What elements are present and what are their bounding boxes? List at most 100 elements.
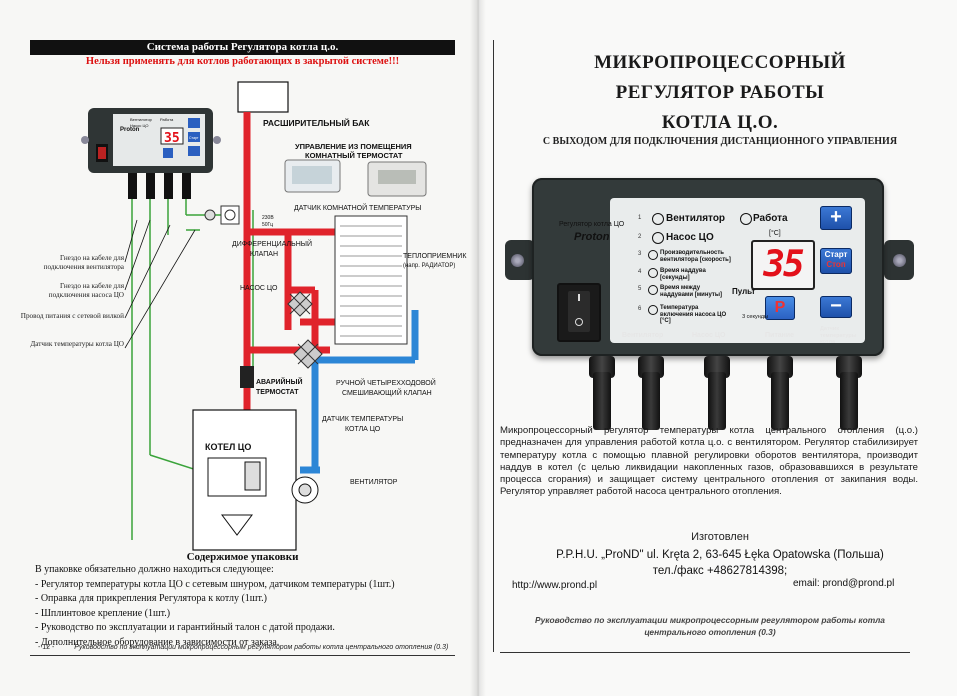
power-on-icon bbox=[578, 294, 580, 301]
stop-label: Стоп bbox=[826, 260, 846, 269]
label-room-sensor: ДАТЧИК КОМНАТНОЙ ТЕМПЕРАТУРЫ bbox=[294, 203, 421, 212]
room-thermostat-2-screen bbox=[378, 170, 416, 184]
package-item: - Дополнительное оборудование в зависимо… bbox=[35, 636, 280, 648]
page-number: - 12 - bbox=[38, 644, 55, 651]
three-seconds-label: 3 секунды bbox=[742, 314, 768, 320]
option-indicator-icon bbox=[648, 250, 658, 260]
label-voltage-2: 50Гц bbox=[262, 222, 273, 228]
screw-left bbox=[511, 254, 524, 267]
right-margin-rule bbox=[493, 40, 494, 652]
right-footer-rule bbox=[500, 652, 910, 653]
label-pump: НАСОС ЦО bbox=[240, 285, 278, 292]
cable bbox=[593, 372, 611, 430]
note-fan-socket: Гнездо на кабеле для подключения вентиля… bbox=[43, 254, 124, 271]
label-radiator-1: ТЕПЛОПРИЕМНИК bbox=[403, 253, 467, 260]
mini-display: 35 bbox=[164, 131, 180, 146]
label-diff-valve-2: КЛАПАН bbox=[250, 251, 278, 258]
label-temp-sensor-1: ДАТЧИК ТЕМПЕРАТУРЫ bbox=[322, 416, 403, 423]
label-temp-sensor-2: КОТЛА ЦО bbox=[345, 426, 381, 433]
option-text: Производительность вентилятора [скорость… bbox=[660, 250, 731, 263]
emergency-thermostat bbox=[240, 366, 254, 388]
room-thermostat-1-screen bbox=[292, 166, 332, 184]
pump-indicator-icon bbox=[652, 232, 664, 244]
option-num-2: 2 bbox=[638, 234, 642, 240]
label-fan: ВЕНТИЛЯТОР bbox=[350, 479, 398, 486]
cable bbox=[708, 372, 726, 430]
port-label-pump: Насос ЦО bbox=[692, 332, 726, 339]
left-footer: - 12 - Руководство по эксплуатации микро… bbox=[38, 644, 463, 651]
power-off-icon bbox=[575, 318, 583, 326]
display-value: 35 bbox=[763, 244, 804, 285]
mini-row1b: Работа bbox=[160, 117, 174, 122]
pointer-lines bbox=[124, 219, 196, 349]
heating-system-diagram: Proton 35 Вентилятор Работа Насос ЦО Ста… bbox=[81, 81, 467, 551]
plug bbox=[204, 209, 216, 221]
label-expansion-tank: РАСШИРИТЕЛЬНЫЙ БАК bbox=[263, 117, 370, 128]
option-text: Температура включения насоса ЦО [°C] bbox=[660, 305, 727, 324]
description: Микропроцессорный регулятор температуры … bbox=[500, 425, 918, 498]
power-switch[interactable] bbox=[557, 283, 601, 342]
mini-row1: Вентилятор bbox=[130, 117, 153, 122]
mini-controller bbox=[81, 108, 221, 173]
package-title: Содержимое упаковки bbox=[186, 551, 299, 563]
port-label-fan: Вентилятор bbox=[622, 332, 664, 339]
title-line-3: КОТЛА Ц.О. bbox=[661, 112, 779, 133]
option-num: 4 bbox=[638, 269, 642, 275]
mini-brand: Proton bbox=[120, 127, 140, 133]
device-model-label: Регулятор котла ЦО bbox=[559, 221, 625, 228]
port-label-power: Питание bbox=[765, 332, 795, 339]
package-list: В упаковке обязательно должно находиться… bbox=[35, 563, 455, 650]
label-diff-valve-1: ДИФФЕРЕНЦИАЛЬНЫЙ bbox=[232, 239, 312, 248]
label-room-control-2: КОМНАТНЫЙ ТЕРМОСТАТ bbox=[305, 151, 403, 160]
note-power-cord: Провод питания с сетевой вилкой bbox=[20, 312, 124, 320]
package-item: В упаковке обязательно должно находиться… bbox=[35, 564, 274, 575]
label-boiler: КОТЕЛ ЦО bbox=[205, 442, 251, 452]
p-button[interactable]: P bbox=[765, 296, 795, 320]
return-pipe bbox=[300, 310, 419, 474]
option-num-1: 1 bbox=[638, 215, 642, 221]
minus-button[interactable]: − bbox=[820, 296, 852, 318]
screw-right bbox=[893, 254, 906, 267]
pump-label: Насос ЦО bbox=[666, 232, 714, 243]
pump-valve bbox=[287, 291, 313, 317]
cable bbox=[642, 372, 660, 430]
plus-button[interactable]: + bbox=[820, 206, 852, 230]
package-item: - Регулятор температуры котла ЦО с сетев… bbox=[35, 578, 395, 590]
boiler bbox=[192, 409, 319, 551]
temperature-display: 35 bbox=[751, 240, 815, 290]
work-indicator-icon bbox=[740, 213, 752, 225]
note-temp-sensor: Датчик температуры котла ЦО bbox=[30, 340, 124, 348]
cable bbox=[771, 372, 789, 430]
fan-indicator-icon bbox=[652, 213, 664, 225]
port-label-sensor: Датчик температуры котла bbox=[820, 326, 857, 345]
label-voltage-1: 230В bbox=[262, 215, 274, 221]
left-page: Система работы Регулятора котла ц.о. Нел… bbox=[0, 0, 478, 696]
start-stop-button[interactable]: Старт Стоп bbox=[820, 248, 852, 274]
option-text: Время наддува [секунды] bbox=[660, 268, 706, 281]
option-indicator-icon bbox=[648, 285, 658, 295]
expansion-tank bbox=[237, 81, 289, 113]
mini-start: Старт bbox=[189, 136, 199, 140]
left-footer-text: Руководство по эксплуатации микропроцесс… bbox=[74, 644, 449, 651]
unit-label: [°C] bbox=[769, 230, 781, 237]
mixing-valve bbox=[293, 339, 323, 369]
label-radiator-2: (напр. РАДИАТОР) bbox=[403, 263, 455, 269]
option-indicator-icon bbox=[648, 268, 658, 278]
subtitle: С ВЫХОДОМ ДЛЯ ПОДКЛЮЧЕНИЯ ДИСТАНЦИОННОГО… bbox=[542, 136, 898, 147]
radiator bbox=[334, 215, 408, 345]
mini-row2: Насос ЦО bbox=[130, 123, 148, 128]
fan-label: Вентилятор bbox=[666, 213, 726, 224]
label-mix-valve-1: РУЧНОЙ ЧЕТЫРЕХХОДОВОЙ bbox=[336, 378, 436, 387]
package-item: - Руководство по эксплуатации и гарантий… bbox=[35, 622, 335, 633]
option-text: Время между наддувами [минуты] bbox=[660, 285, 722, 298]
website-link[interactable]: http://www.prond.pl bbox=[512, 580, 598, 591]
left-warning: Нельзя применять для котлов работающих в… bbox=[85, 56, 400, 67]
email-link[interactable]: email: prond@prond.pl bbox=[793, 578, 895, 589]
right-footer: Руководство по эксплуатации микропроцесс… bbox=[535, 615, 885, 637]
title-line-2: РЕГУЛЯТОР РАБОТЫ bbox=[615, 82, 825, 103]
option-indicator-icon bbox=[648, 305, 658, 315]
mini-cables bbox=[128, 173, 191, 199]
title-line-1: МИКРОПРОЦЕССОРНЫЙ bbox=[594, 52, 846, 73]
start-label: Старт bbox=[824, 250, 848, 259]
label-emergency-1: АВАРИЙНЫЙ bbox=[256, 377, 303, 386]
